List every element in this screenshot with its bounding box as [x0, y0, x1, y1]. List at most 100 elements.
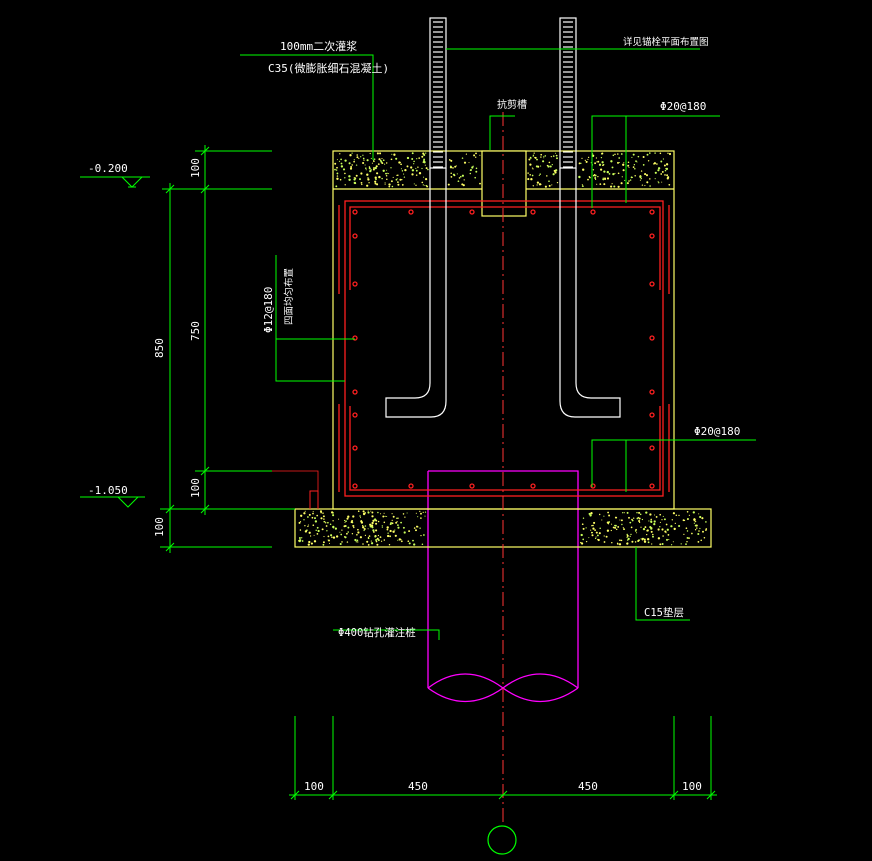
aggregate-dot: [381, 177, 383, 180]
aggregate-dot: [622, 512, 624, 514]
aggregate-dot: [598, 513, 601, 516]
aggregate-dot: [299, 529, 302, 531]
rebar-section-dot: [590, 209, 596, 215]
aggregate-dot: [642, 164, 645, 166]
aggregate-dot: [622, 527, 624, 529]
aggregate-dot: [368, 535, 371, 537]
aggregate-dot: [403, 531, 406, 534]
aggregate-dot: [422, 184, 424, 186]
aggregate-dot: [599, 168, 603, 171]
aggregate-dot: [601, 161, 604, 164]
aggregate-dot: [386, 169, 388, 171]
aggregate-dot: [702, 530, 704, 533]
aggregate-dot: [639, 513, 642, 516]
aggregate-dot: [603, 541, 606, 543]
aggregate-dot: [551, 184, 553, 186]
aggregate-dot: [617, 525, 620, 528]
aggregate-dot: [381, 158, 383, 160]
aggregate-dot: [345, 520, 347, 523]
aggregate-dot: [581, 185, 584, 187]
aggregate-dot: [339, 542, 342, 546]
aggregate-dot: [479, 154, 481, 156]
aggregate-dot: [384, 183, 386, 185]
aggregate-dot: [666, 174, 669, 177]
aggregate-dot: [307, 516, 309, 518]
aggregate-dot: [423, 161, 426, 164]
aggregate-dot: [358, 157, 360, 160]
aggregate-dot: [643, 538, 646, 541]
aggregate-dot: [328, 542, 331, 544]
aggregate-dot: [356, 154, 358, 156]
aggregate-dot: [598, 163, 602, 166]
aggregate-dot: [383, 521, 386, 524]
aggregate-dot: [394, 529, 396, 531]
dimension-tick: [165, 184, 175, 194]
aggregate-dot: [322, 515, 325, 518]
aggregate-dot: [367, 511, 370, 514]
rebar-cage: [338, 200, 670, 497]
aggregate-dot: [415, 184, 417, 186]
aggregate-dot: [367, 536, 370, 539]
aggregate-dot: [396, 178, 398, 180]
dim-850: 850: [153, 338, 166, 358]
aggregate-dot: [554, 171, 557, 174]
aggregate-dot: [596, 534, 599, 537]
aggregate-dot: [394, 534, 397, 537]
aggregate-dot: [651, 543, 653, 545]
aggregate-dot: [461, 174, 464, 177]
aggregate-dot: [311, 516, 314, 519]
dimension-tick: [328, 790, 338, 800]
aggregate-dot: [622, 163, 625, 166]
aggregate-dot: [585, 540, 588, 543]
aggregate-dot: [447, 183, 450, 186]
rebar-section-dot: [469, 483, 475, 489]
aggregate-dot: [336, 175, 339, 177]
aggregate-dot: [357, 541, 359, 543]
aggregate-dot: [375, 538, 378, 542]
aggregate-dot: [406, 165, 409, 168]
aggregate-dot: [659, 521, 661, 523]
aggregate-dot: [631, 540, 634, 543]
aggregate-dot: [613, 185, 616, 188]
aggregate-dot: [332, 520, 334, 522]
aggregate-dot: [530, 178, 533, 181]
aggregate-dot: [610, 529, 612, 532]
rebar-section-dot: [469, 209, 475, 215]
aggregate-dot: [420, 534, 422, 537]
aggregate-dot: [601, 152, 604, 155]
aggregate-dot: [652, 533, 654, 536]
aggregate-dot: [654, 178, 656, 180]
aggregate-dot: [375, 540, 378, 543]
aggregate-dot: [608, 514, 611, 517]
aggregate-dot: [388, 544, 391, 546]
aggregate-dot: [388, 185, 391, 188]
aggregate-dot: [647, 160, 650, 162]
aggregate-dot: [357, 528, 359, 531]
aggregate-dot: [628, 180, 630, 182]
aggregate-dot: [624, 179, 626, 181]
aggregate-dot: [616, 542, 619, 545]
aggregate-dot: [596, 183, 598, 185]
dim-right-450: 450: [578, 780, 598, 793]
aggregate-dot: [595, 536, 597, 538]
aggregate-dot: [611, 166, 614, 169]
aggregate-dot: [593, 521, 596, 524]
aggregate-dot: [370, 510, 372, 512]
aggregate-dot: [368, 167, 371, 170]
aggregate-dot: [614, 153, 616, 156]
aggregate-dot: [376, 152, 379, 155]
cushion-label: C15垫层: [644, 606, 684, 619]
aggregate-dot: [322, 543, 325, 546]
aggregate-dot: [406, 156, 410, 160]
aggregate-dot: [666, 528, 669, 531]
aggregate-dot: [661, 543, 664, 545]
aggregate-dot: [367, 177, 369, 179]
aggregate-dot: [647, 538, 650, 541]
aggregate-dot: [536, 158, 538, 161]
aggregate-dot: [422, 511, 424, 513]
aggregate-dot: [362, 157, 365, 160]
aggregate-dot: [374, 535, 377, 538]
aggregate-dot: [374, 166, 377, 170]
aggregate-dot: [614, 516, 617, 519]
